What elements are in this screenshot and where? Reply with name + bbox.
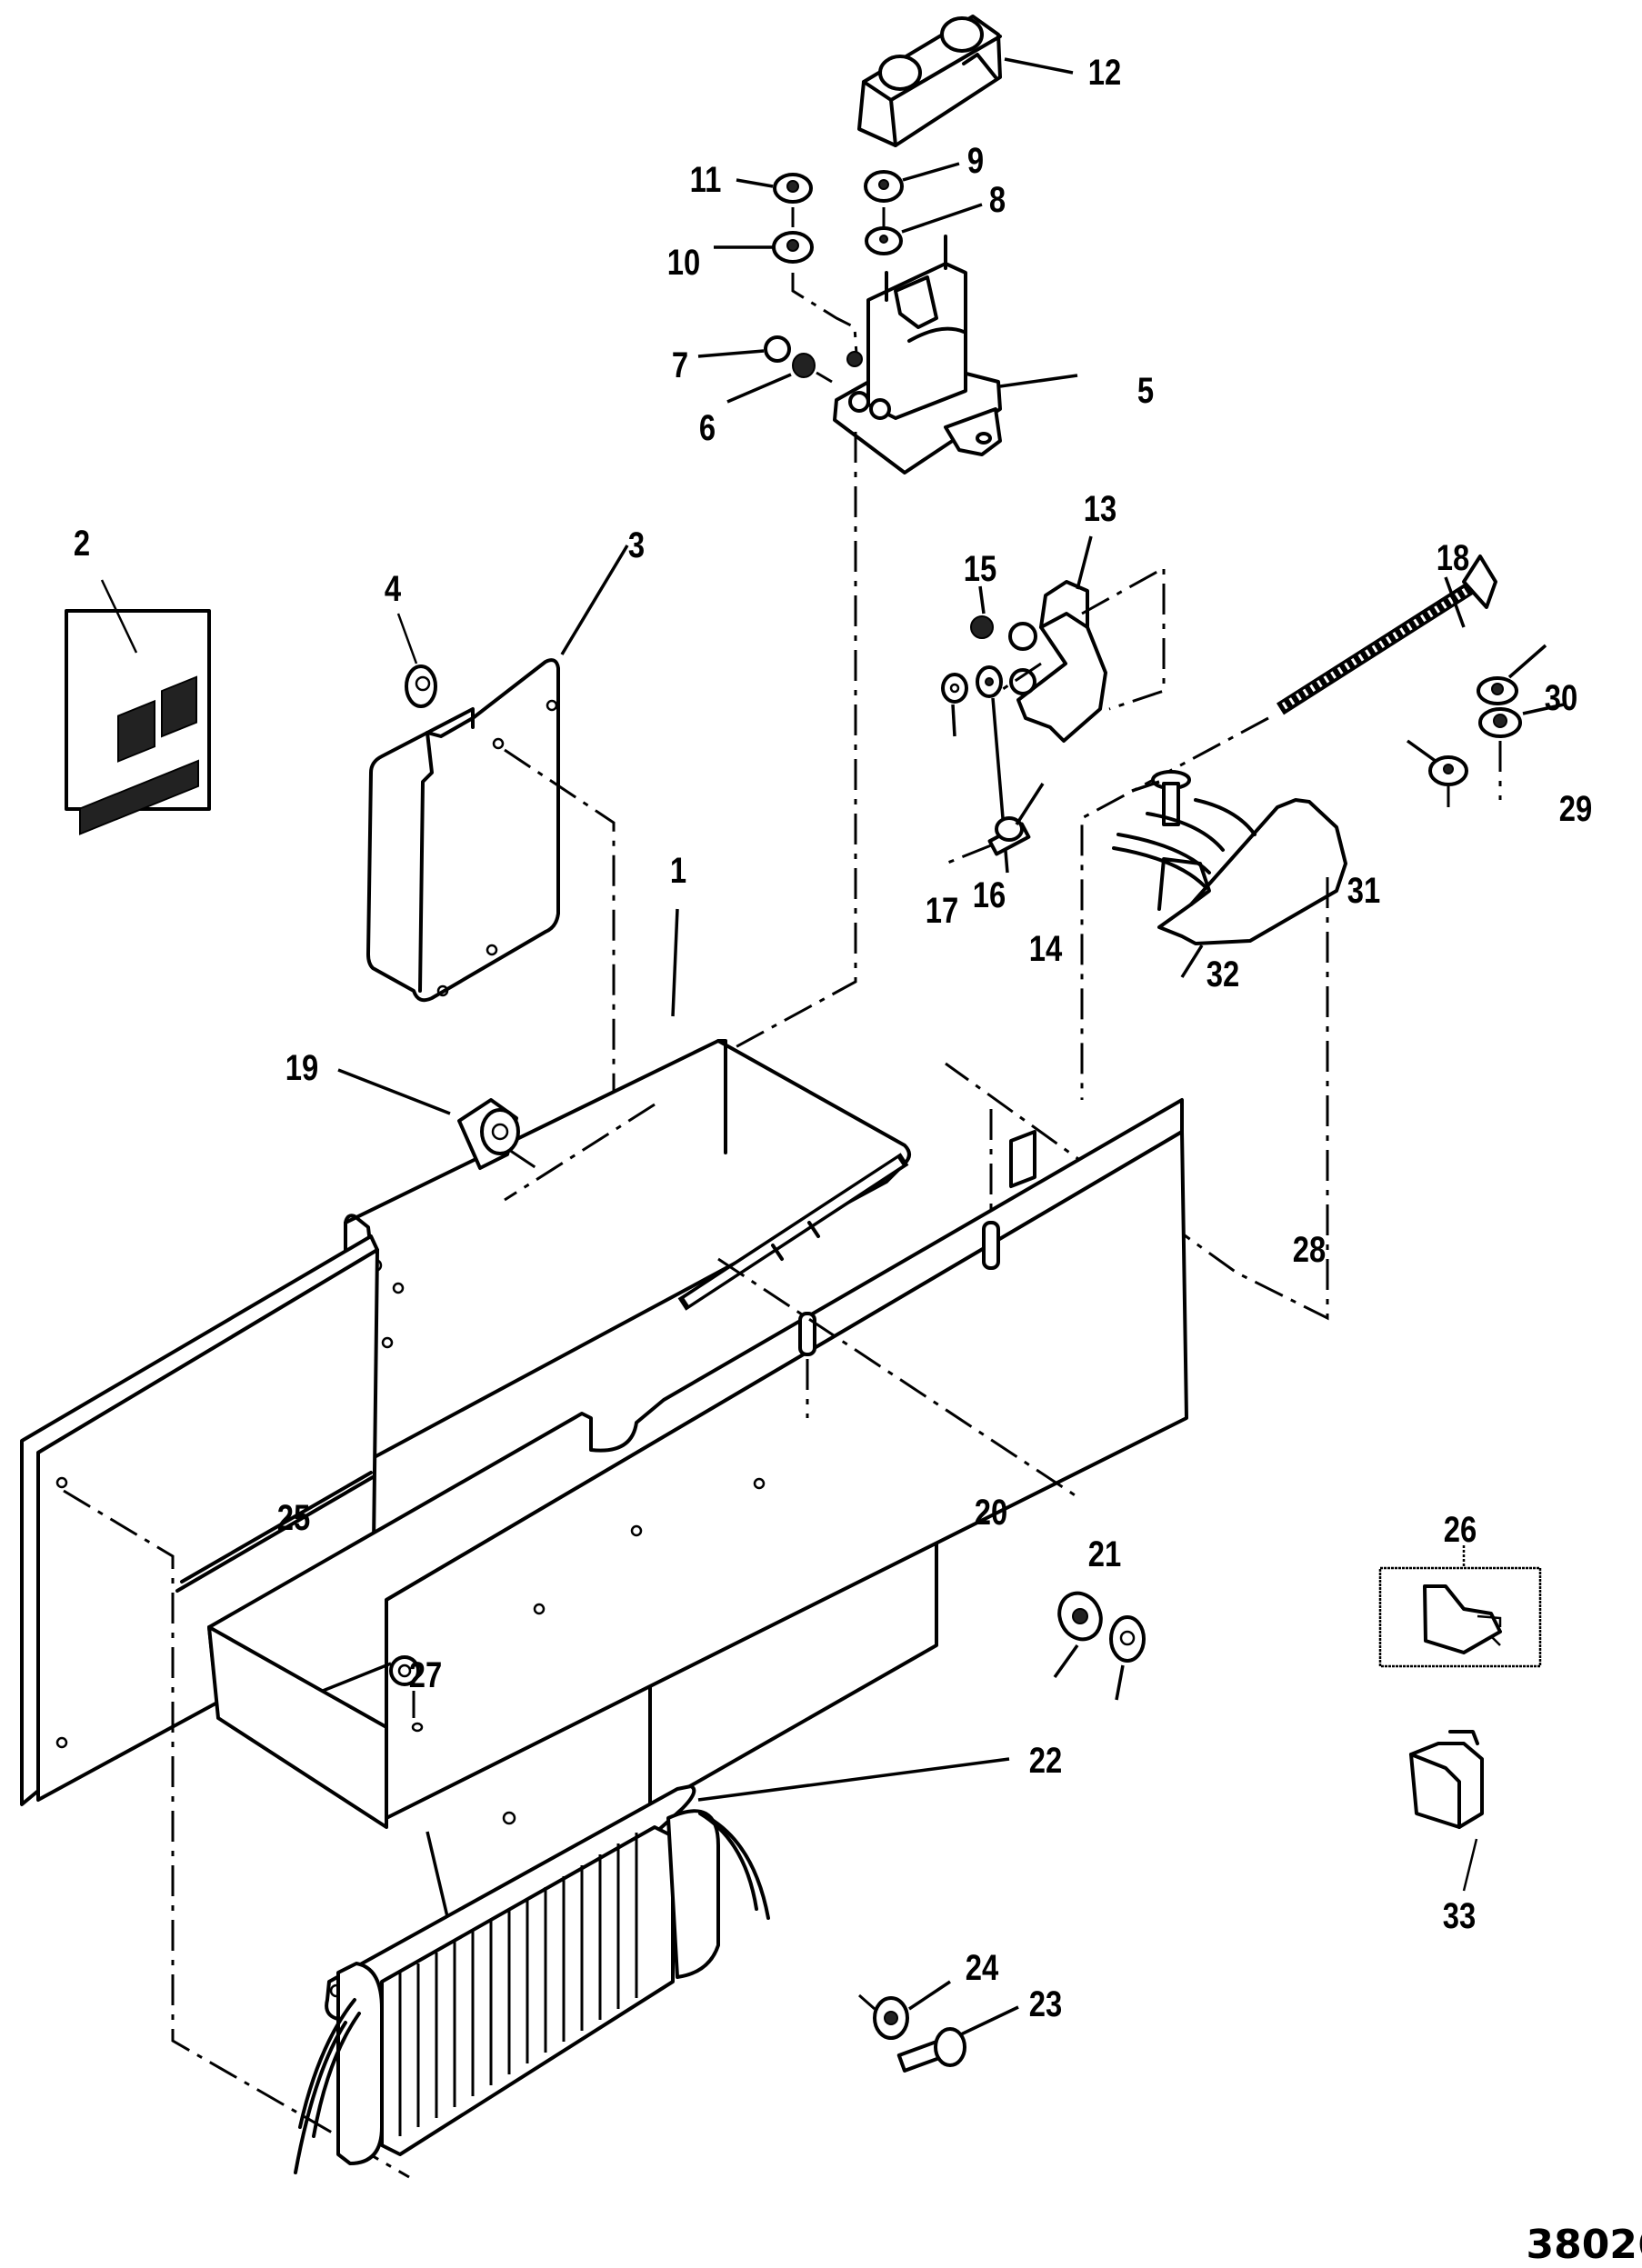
part-fuse <box>1378 1566 1542 1668</box>
part-washer-16 <box>976 665 1003 698</box>
part-spring-b <box>798 1312 816 1356</box>
part-washer-29 <box>1478 707 1522 738</box>
figure-number: 38026 <box>1526 2222 1642 2268</box>
part-nut-4 <box>405 664 437 708</box>
callout-2: 2 <box>73 524 91 564</box>
callout-19: 19 <box>285 1048 319 1088</box>
part-nut-21 <box>1109 1615 1146 1663</box>
part-nut-31 <box>1428 755 1468 786</box>
callout-10: 10 <box>666 243 701 283</box>
callout-16: 16 <box>972 875 1006 915</box>
part-slave-solenoid <box>1008 580 1107 743</box>
callout-12: 12 <box>1087 53 1122 93</box>
callout-24: 24 <box>965 1948 999 1988</box>
callout-27: 27 <box>408 1655 443 1695</box>
callout-7: 7 <box>671 345 689 385</box>
part-starter-solenoid <box>833 235 1002 475</box>
callout-30: 30 <box>1544 678 1578 718</box>
part-washer-24 <box>873 1996 909 2040</box>
callout-9: 9 <box>966 141 985 181</box>
part-nut-15 <box>970 615 994 639</box>
part-fuse-block <box>1112 798 1347 945</box>
callout-31: 31 <box>1347 871 1381 911</box>
part-spring-a <box>982 1221 1000 1270</box>
callout-11: 11 <box>689 160 722 200</box>
part-bolt-23 <box>896 2027 966 2073</box>
part-screw-14 <box>987 816 1031 856</box>
part-ecm <box>294 1784 770 2174</box>
callout-29: 29 <box>1558 789 1593 829</box>
part-nut-11 <box>773 173 813 204</box>
callout-6: 6 <box>698 408 716 448</box>
callout-4: 4 <box>384 569 402 609</box>
callout-22: 22 <box>1028 1741 1063 1781</box>
callout-23: 23 <box>1028 1984 1063 2024</box>
part-cover <box>366 658 560 1003</box>
callout-21: 21 <box>1087 1534 1122 1574</box>
callout-26: 26 <box>1443 1510 1477 1550</box>
callout-5: 5 <box>1136 371 1155 411</box>
part-nut-25 <box>389 1655 424 1733</box>
callout-18: 18 <box>1436 538 1470 578</box>
part-decal <box>65 609 211 835</box>
callout-25: 25 <box>276 1498 311 1538</box>
part-washer-20 <box>1057 1591 1103 1642</box>
part-terminal-boot <box>857 15 1002 147</box>
callout-15: 15 <box>963 549 997 589</box>
part-lockwasher-6 <box>792 353 816 378</box>
part-grommet <box>457 1098 520 1170</box>
callout-8: 8 <box>988 180 1006 220</box>
callout-17: 17 <box>925 891 959 931</box>
part-relay <box>1409 1730 1484 1829</box>
part-nut-9 <box>864 170 904 203</box>
callout-1: 1 <box>669 851 687 891</box>
part-hinge <box>677 1153 909 1311</box>
callout-32: 32 <box>1206 954 1240 994</box>
callout-28: 28 <box>1292 1230 1327 1270</box>
part-carriage-bolt <box>1276 555 1497 715</box>
callout-14: 14 <box>1028 929 1063 969</box>
callout-20: 20 <box>974 1493 1008 1533</box>
part-lockwasher-8 <box>865 226 903 255</box>
callout-3: 3 <box>627 525 646 565</box>
part-washer-10 <box>772 231 814 264</box>
part-nut-17 <box>941 673 968 704</box>
part-screw-32 <box>1151 770 1191 826</box>
callout-13: 13 <box>1083 489 1117 529</box>
part-nut-7 <box>764 335 791 363</box>
part-tray <box>20 1098 1188 1829</box>
part-nut-30 <box>1477 676 1518 705</box>
callout-33: 33 <box>1442 1896 1477 1936</box>
